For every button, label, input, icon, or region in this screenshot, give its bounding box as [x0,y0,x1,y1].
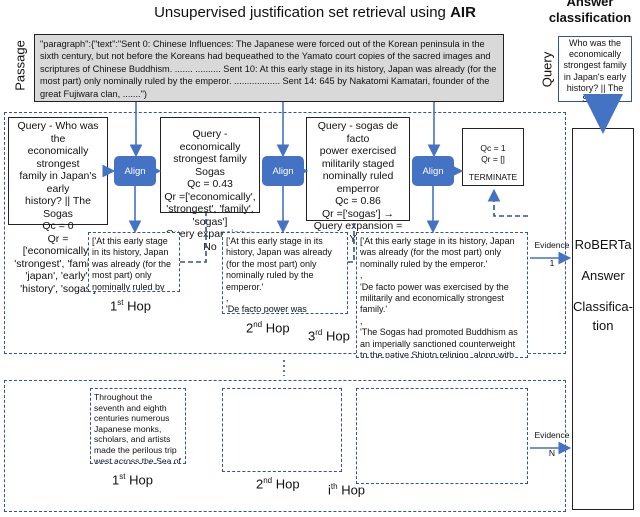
row2-hop2-word: Hop [275,476,300,492]
hop1-evidence-box: ['At this early stage in its history, Ja… [88,232,180,292]
hop1-query-line: Query - Who was the [17,120,99,145]
evidence-feedback-path [180,213,207,263]
hop2-query-line: Query - economically [179,128,241,153]
row2-hop2-evidence-box [222,388,342,472]
align-node-3: Align [412,156,454,186]
roberta-line: tion [592,318,614,333]
hop3-query-line: power exercised [319,145,397,157]
roberta-line: Classifica- [573,299,633,314]
hop1-query-line: family in Japan's early [19,170,97,195]
title-bold: AIR [450,4,476,21]
hop3-num: 3 [308,328,316,344]
terminate-box: Qc = 1 Qr = [] TERMINATE [462,128,524,186]
row2-hop2-sup: nd [263,476,273,485]
hop1-label: 1st Hop [110,298,151,313]
hop1-query-line: 'japan', 'early', [25,270,91,282]
hop2-word: Hop [265,320,290,336]
row2-hop1-label: 1st Hop [112,472,153,487]
evidence-feedback-path [487,188,528,217]
hop3-label: 3rd Hop [308,328,350,343]
hop3-sup: rd [315,328,323,337]
evidence-n-word: Evidence [534,430,570,440]
hop1-query-line: Qc = 0 [42,220,74,232]
hop1-query-line: economically strongest [27,145,89,170]
hop3-word: Hop [325,328,350,344]
evidence-1-word: Evidence [534,240,570,250]
hop3-query-line: emperror [336,182,380,195]
evidence-1-count: 1 [549,258,555,268]
terminate-line: Qc = 1 [480,143,506,153]
hop1-query-line: Qr = ['economically', [22,232,94,258]
evidence-n-label: Evidence N [532,430,572,458]
row2-hop1-word: Hop [129,472,153,488]
hop1-query-box: Query - Who was the economically stronge… [8,117,108,295]
title-prefix: Unsupervised justification set retrieval… [154,4,451,21]
hop1-num: 1 [110,298,118,314]
row2-hop1-num: 1 [112,472,120,488]
passage-box: "paragraph":{"text":"Sent 0: Chinese Inf… [34,34,504,102]
terminate-line: TERMINATE [468,172,518,182]
hop3-query-line: Qr =['sogas'] → [322,207,394,220]
evidence-1-label: Evidence 1 [532,240,572,268]
evidence-feedback-path [348,222,355,263]
row2-hop1-sup: st [119,472,126,481]
row2-hopi-evidence-box [356,388,528,484]
hop1-query-line: 'strongest', 'family', [14,257,102,270]
hop2-query-line: 'sogas'] [192,215,228,228]
row2-hopi-word: Hop [341,482,366,498]
terminate-line: Qr = [] [481,153,505,164]
evidence-n-count: N [548,448,556,458]
hop2-num: 2 [246,320,254,336]
diagram-title: Unsupervised justification set retrieval… [120,4,510,21]
hop1-query-line: history? || The Sogas [25,195,91,220]
hop1-word: Hop [127,298,151,314]
hop3-query-line: nominally ruled [322,170,394,182]
hop3-query-line: militarily staged [321,157,395,170]
answer-classification-title: Answer classification [548,0,632,25]
hop3-evidence-box: ['At this early stage in its history, Ja… [356,232,528,358]
hop2-query-line: 'strongest', 'family', [166,203,254,215]
hop2-query-box: Query - economically strongest family So… [160,117,260,253]
hop2-query-line: Qr =['economically', [164,190,256,203]
hops-container-1 [4,112,566,354]
hop2-query-line: strongest family Sogas [173,153,247,178]
hop3-query-line: Query - sogas de facto [317,120,399,145]
hop2-sup: nd [253,320,263,329]
hop1-sup: st [117,298,124,307]
roberta-line: Answer [581,268,625,283]
row2-hop1-evidence-box: Throughout the seventh and eighth centur… [90,388,186,464]
hop1-query-line: 'history', 'sogas'] [20,282,96,295]
roberta-classifier-box: RoBERTa Answer Classifica- tion [572,128,634,510]
hop2-query-line: Qc = 0.43 [187,178,233,190]
roberta-line: RoBERTa [574,237,632,252]
row2-hopi-num: i [328,482,331,498]
hop3-query-line: Qc = 0.86 [335,195,381,207]
row2-hopi-label: ith Hop [328,482,365,497]
row2-hop2-label: 2nd Hop [256,476,300,491]
hop2-label: 2nd Hop [246,320,290,335]
row2-hop2-num: 2 [256,476,264,492]
hop2-evidence-box: ['At this early stage in its history, Ja… [222,232,348,314]
row2-hopi-sup: th [330,482,338,491]
